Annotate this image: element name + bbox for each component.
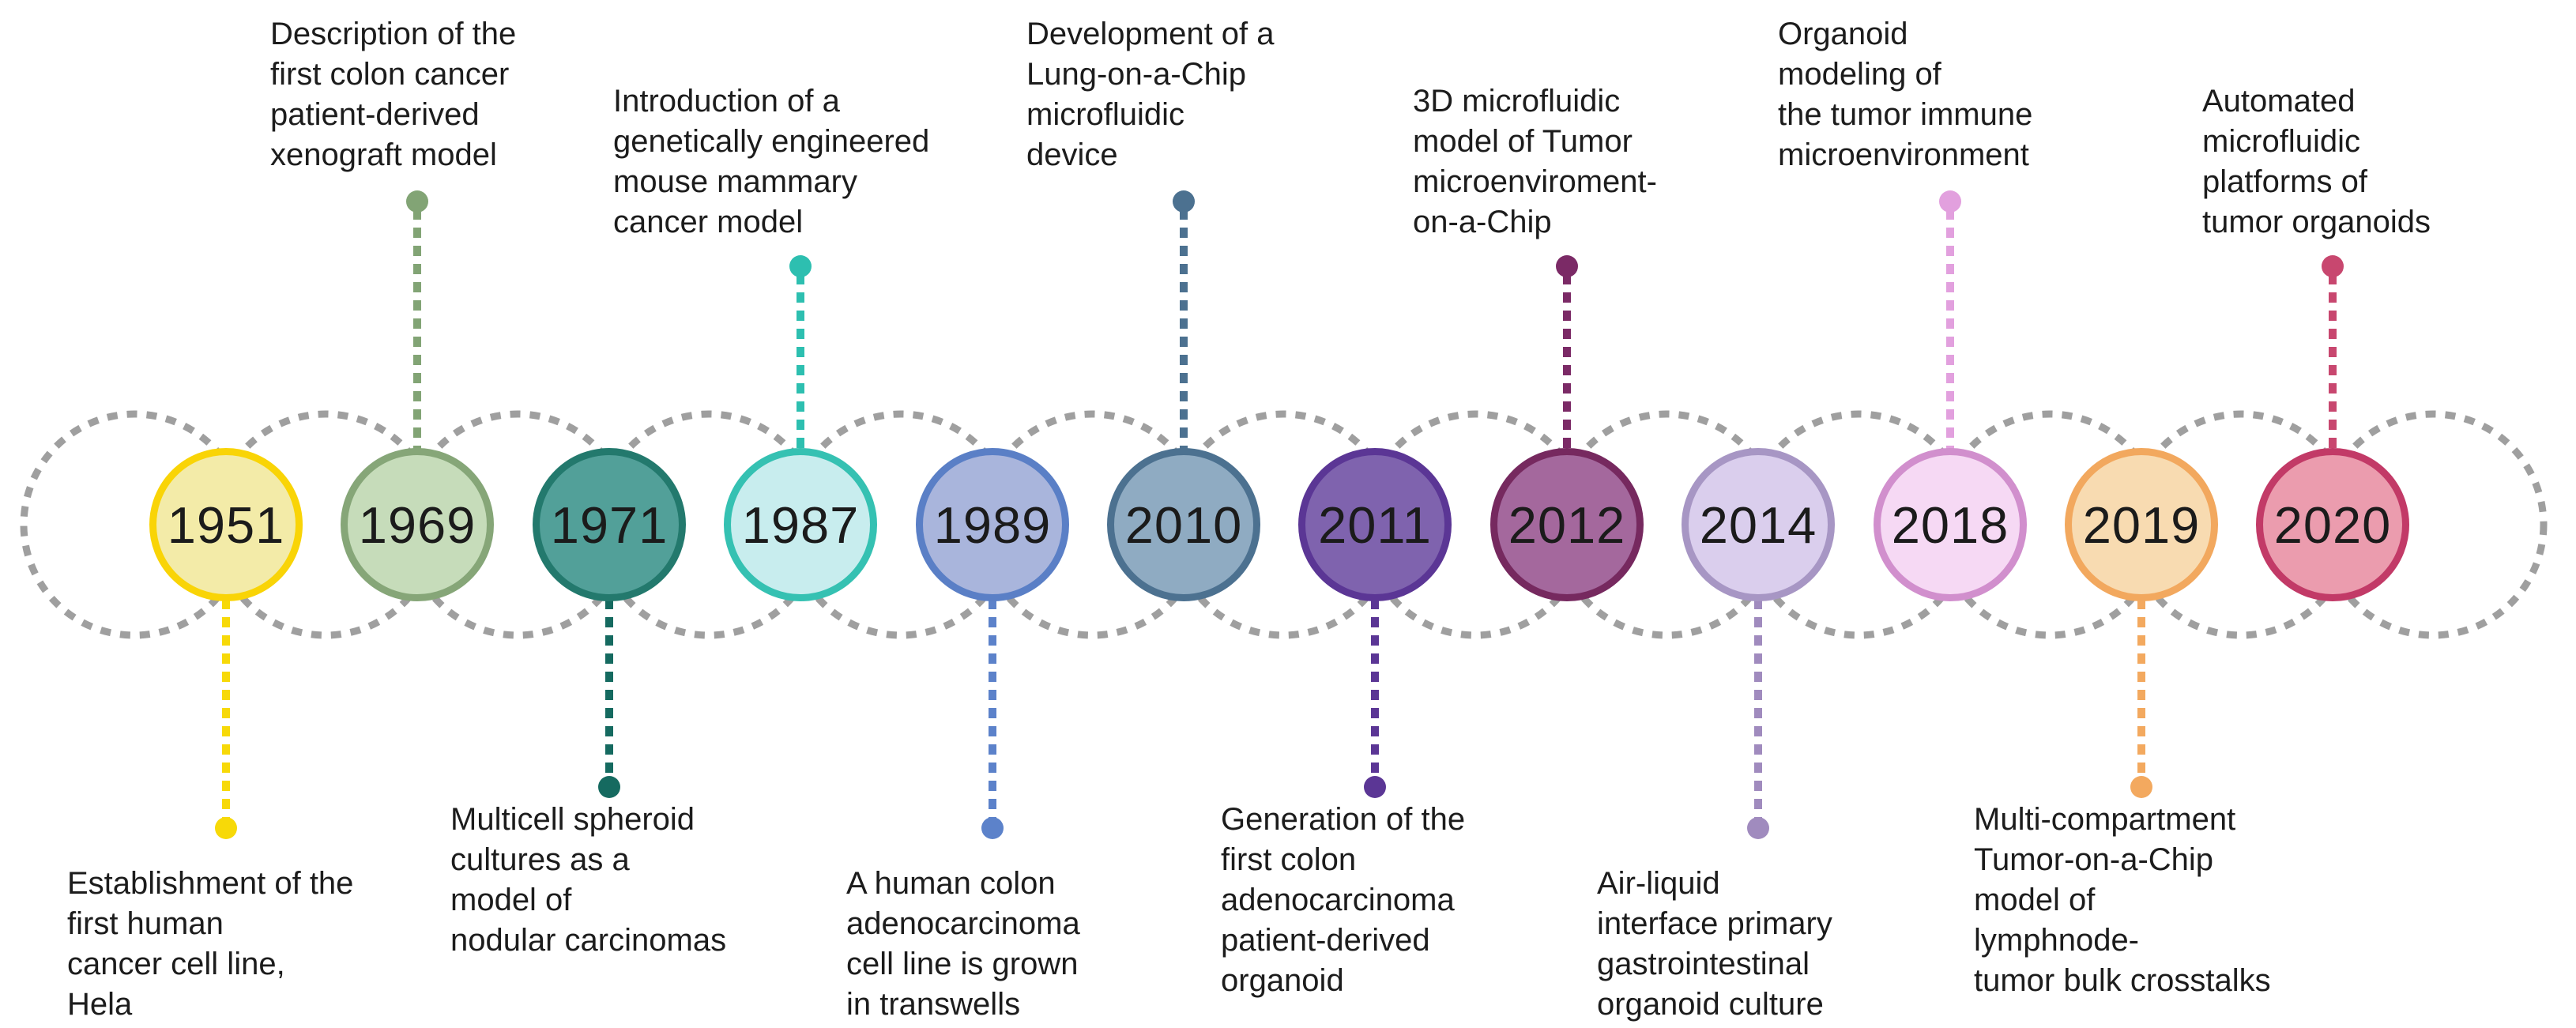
connector-endpoint-dot — [1747, 817, 1769, 839]
milestone-description: Generation of the first colon adenocarci… — [1221, 802, 1466, 998]
connector-endpoint-dot — [789, 255, 812, 277]
milestone-description: Automated microfluidic platforms of tumo… — [2202, 84, 2431, 239]
year-label: 1989 — [933, 495, 1052, 554]
connector-endpoint-dot — [1173, 190, 1195, 213]
connector-dashed-line — [1180, 209, 1188, 450]
year-label: 2019 — [2082, 495, 2201, 554]
year-circle-1969: 1969 — [341, 448, 494, 601]
connector-endpoint-dot — [1364, 776, 1386, 798]
connector-dashed-line — [605, 599, 613, 779]
year-label: 2010 — [1124, 495, 1243, 554]
connector-dashed-line — [2137, 599, 2145, 779]
milestone-description: 3D microfluidic model of Tumor microenvi… — [1413, 84, 1657, 239]
year-circle-2018: 2018 — [1874, 448, 2027, 601]
connector-endpoint-dot — [981, 817, 1004, 839]
connector-dashed-line — [1754, 599, 1762, 820]
year-label: 2018 — [1891, 495, 2009, 554]
connector-endpoint-dot — [2322, 255, 2344, 277]
milestone-description: Air-liquid interface primary gastrointes… — [1597, 866, 1832, 1022]
year-label: 2014 — [1699, 495, 1817, 554]
connector-dashed-line — [989, 599, 996, 820]
connector-endpoint-dot — [2130, 776, 2152, 798]
year-circle-2020: 2020 — [2256, 448, 2409, 601]
connector-endpoint-dot — [406, 190, 428, 213]
connector-dashed-line — [797, 274, 804, 450]
year-circle-2012: 2012 — [1490, 448, 1644, 601]
milestone-description: Establishment of the first human cancer … — [67, 866, 354, 1022]
year-circle-2014: 2014 — [1682, 448, 1835, 601]
connector-endpoint-dot — [598, 776, 620, 798]
connector-dashed-line — [1371, 599, 1379, 779]
connector-dashed-line — [2329, 274, 2337, 450]
milestone-description: Introduction of a genetically engineered… — [613, 84, 930, 239]
year-circle-1951: 1951 — [149, 448, 303, 601]
year-label: 2020 — [2273, 495, 2392, 554]
year-label: 1951 — [167, 495, 285, 554]
year-circle-1989: 1989 — [916, 448, 1069, 601]
year-circle-2011: 2011 — [1298, 448, 1452, 601]
chain-link-circle-12 — [2318, 410, 2548, 639]
connector-dashed-line — [222, 599, 230, 820]
milestone-description: Multicell spheroid cultures as a model o… — [450, 802, 727, 958]
connector-dashed-line — [1563, 274, 1571, 450]
year-circle-2010: 2010 — [1107, 448, 1260, 601]
year-label: 1969 — [358, 495, 476, 554]
connector-endpoint-dot — [215, 817, 237, 839]
connector-dashed-line — [413, 209, 421, 450]
year-label: 2012 — [1508, 495, 1626, 554]
connector-endpoint-dot — [1556, 255, 1578, 277]
connector-dashed-line — [1946, 209, 1954, 450]
milestone-description: Description of the first colon cancer pa… — [270, 17, 517, 172]
year-label: 1987 — [741, 495, 860, 554]
milestone-description: A human colon adenocarcinoma cell line i… — [846, 866, 1080, 1022]
year-circle-1987: 1987 — [724, 448, 877, 601]
year-circle-2019: 2019 — [2065, 448, 2218, 601]
milestone-description: Organoid modeling of the tumor immune mi… — [1778, 17, 2033, 172]
year-label: 2011 — [1318, 495, 1432, 554]
year-circle-1971: 1971 — [533, 448, 686, 601]
connector-endpoint-dot — [1939, 190, 1961, 213]
milestone-description: Multi-compartment Tumor-on-a-Chip model … — [1974, 802, 2271, 998]
year-label: 1971 — [550, 495, 668, 554]
milestone-description: Development of a Lung-on-a-Chip microflu… — [1026, 17, 1275, 172]
